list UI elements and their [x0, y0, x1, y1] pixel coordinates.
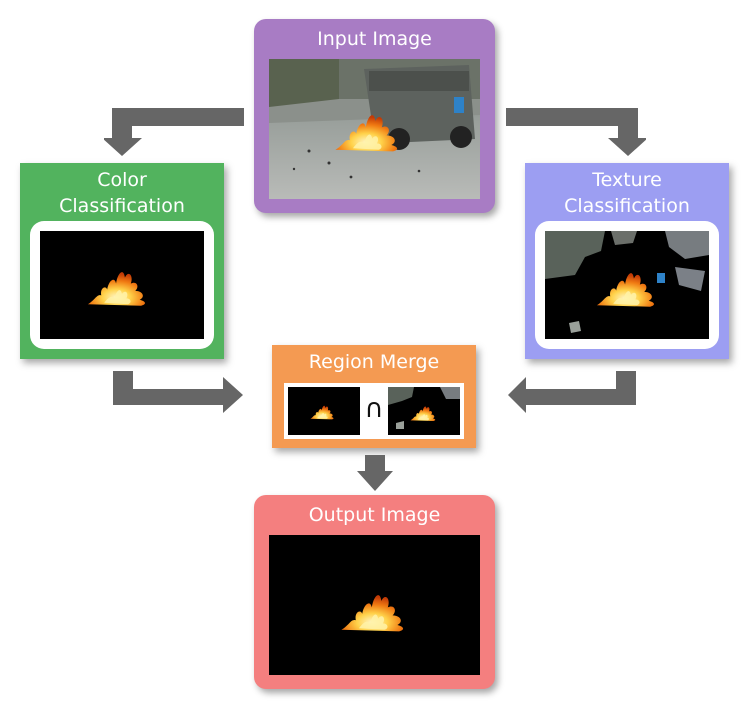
arrow-merge-to-output — [357, 455, 393, 491]
input-image-node: Input Image — [254, 19, 495, 213]
output-image-label: Output Image — [308, 504, 441, 526]
texture-classification-node: Texture Classification — [525, 163, 729, 359]
merge-color-mask — [288, 387, 360, 435]
texture-classification-label-line2: Classification — [564, 195, 690, 217]
input-photo — [269, 59, 480, 199]
arrow-color-to-merge — [113, 371, 243, 413]
merge-texture-mask — [388, 387, 460, 435]
region-merge-node: Region Merge ∩ — [272, 345, 476, 448]
output-mask-image — [269, 535, 480, 675]
texture-classification-label-line1: Texture — [592, 169, 662, 191]
color-classification-label-line2: Classification — [59, 195, 185, 217]
intersection-symbol: ∩ — [364, 394, 384, 424]
merge-panel: ∩ — [284, 383, 464, 439]
arrow-input-to-texture — [506, 108, 646, 156]
texture-mask-frame — [535, 221, 719, 349]
color-classification-label-line1: Color — [97, 169, 147, 191]
input-image-label: Input Image — [317, 28, 432, 50]
color-classification-node: Color Classification — [20, 163, 224, 359]
color-mask-frame — [30, 221, 214, 349]
region-merge-label: Region Merge — [308, 351, 440, 373]
output-image-node: Output Image — [254, 495, 495, 689]
color-mask-image — [40, 231, 204, 339]
arrow-texture-to-merge — [508, 371, 636, 413]
arrow-input-to-color — [104, 108, 244, 156]
texture-mask-image — [545, 231, 709, 339]
